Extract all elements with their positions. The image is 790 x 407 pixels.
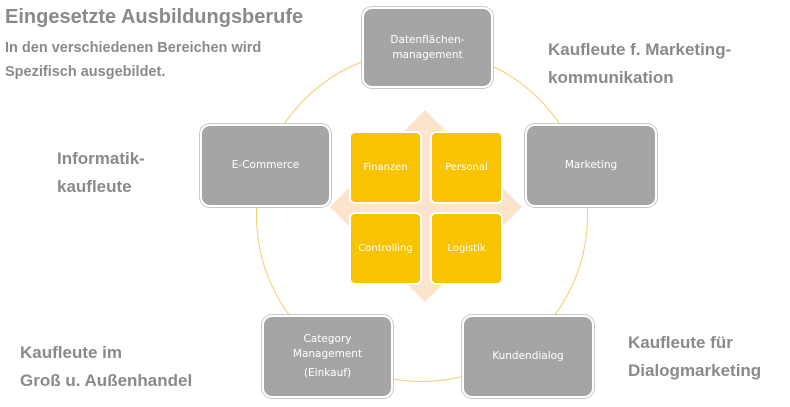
tile-finanzen: Finanzen — [349, 131, 422, 204]
tile-controlling: Controlling — [349, 212, 422, 285]
node-text: management — [392, 48, 463, 61]
node-text: Marketing — [564, 159, 618, 171]
node-marketing: Marketing — [525, 124, 657, 207]
node-e-commerce: E-Commerce — [200, 124, 331, 207]
label-line: Kaufleute f. Marketing- — [548, 40, 732, 59]
label-line: Informatik- — [57, 149, 145, 168]
label-line: Dialogmarketing — [628, 361, 762, 380]
label-aussenhandel: Kaufleute im Groß u. Außenhandel — [20, 339, 192, 395]
label-informatikkaufleute: Informatik- kaufleute — [57, 145, 145, 201]
subtitle-line: Spezifisch ausgebildet. — [5, 64, 166, 80]
node-text: Kundendialog — [492, 350, 564, 362]
node-text: Datenflächen- — [390, 33, 465, 46]
tile-label: Logistik — [447, 243, 486, 254]
label-line: kaufleute — [57, 177, 132, 196]
node-text: Category — [303, 333, 352, 345]
tile-personal: Personal — [430, 131, 503, 204]
tile-label: Controlling — [358, 243, 413, 254]
tile-label: Personal — [445, 162, 488, 173]
page-title: Eingesetzte Ausbildungsberufe — [5, 6, 304, 28]
label-marketing-kommunikation: Kaufleute f. Marketing- kommunikation — [548, 36, 731, 92]
node-kundendialog: Kundendialog — [462, 315, 594, 398]
node-text: Management — [292, 348, 363, 360]
node-category-management: Category Management (Einkauf) — [262, 315, 393, 398]
label-line: Kaufleute für — [628, 333, 733, 352]
label-line: Groß u. Außenhandel — [20, 371, 193, 390]
subtitle-line: In den verschiedenen Bereichen wird — [5, 40, 262, 56]
tile-label: Finanzen — [363, 162, 408, 173]
page-subtitle: In den verschiedenen Bereichen wird Spez… — [5, 36, 261, 84]
node-datenflaechenmanagement: Datenflächen- management — [362, 7, 493, 88]
node-text: (Einkauf) — [303, 367, 352, 379]
label-line: Kaufleute im — [20, 343, 123, 362]
label-dialogmarketing: Kaufleute für Dialogmarketing — [628, 329, 761, 385]
tile-logistik: Logistik — [430, 212, 503, 285]
label-line: kommunikation — [548, 68, 674, 87]
node-text: E-Commerce — [231, 159, 300, 171]
